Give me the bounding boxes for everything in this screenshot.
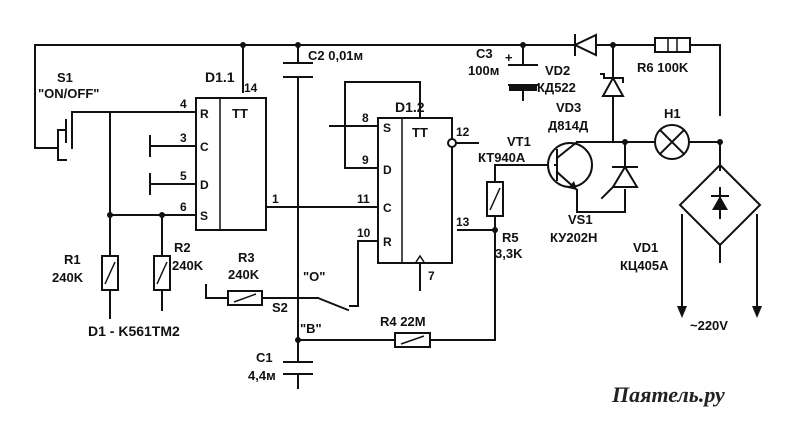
r3-value: 240K: [228, 267, 260, 282]
r2-label: R2: [174, 240, 191, 255]
pin-10: 10: [357, 226, 371, 240]
ic-d1-2-tt: TT: [412, 125, 428, 140]
s2-position-b: "B": [300, 321, 322, 336]
vs1-type: КУ202Н: [550, 230, 597, 245]
diode-vd2: VD2 КД522: [537, 33, 597, 95]
capacitor-c2: C2 0,01м: [283, 48, 363, 78]
r3-label: R3: [238, 250, 255, 265]
pin-11: 11: [357, 192, 370, 206]
pin-c2-label: C: [383, 201, 392, 215]
switch-s2: S2 "O" "B": [272, 269, 325, 336]
vd1-label: VD1: [633, 240, 658, 255]
c2-label: C2 0,01м: [308, 48, 363, 63]
resistor-r2: R2 240K: [153, 240, 204, 291]
pin-4: 4: [180, 97, 187, 111]
mains-terminals: ~220V: [677, 306, 762, 333]
capacitor-c3: + C3 100м: [468, 46, 538, 91]
vd3-type: Д814Д: [548, 118, 589, 133]
d1-note: D1 - K561TM2: [88, 323, 180, 339]
r5-label: R5: [502, 230, 519, 245]
r1-value: 240K: [52, 270, 84, 285]
pin-6: 6: [180, 200, 187, 214]
s1-label: S1: [57, 70, 73, 85]
vd3-label: VD3: [556, 100, 581, 115]
vt1-label: VT1: [507, 134, 531, 149]
vs1-label: VS1: [568, 212, 593, 227]
vd2-label: VD2: [545, 63, 570, 78]
zener-vd3: VD3 Д814Д: [548, 73, 625, 133]
vd1-type: КЦ405А: [620, 258, 669, 273]
r5-value: 3,3K: [495, 246, 523, 261]
ic-d1-1-tt: TT: [232, 106, 248, 121]
pin-c-label: C: [200, 140, 209, 154]
wires: [34, 44, 758, 389]
h1-label: H1: [664, 106, 681, 121]
r4-label: R4 22M: [380, 314, 426, 329]
r6-label: R6 100K: [637, 60, 689, 75]
pin-14: 14: [244, 81, 258, 95]
transistor-vt1: VT1 КТ940А: [478, 134, 593, 192]
inverted-output-marker: [447, 138, 457, 148]
resistor-r1: R1 240K: [52, 252, 119, 311]
resistor-r5: R5 3,3K: [486, 181, 523, 261]
pin-r-label: R: [200, 107, 209, 121]
r2-value: 240K: [172, 258, 204, 273]
switch-s1: S1 "ON/OFF": [38, 70, 99, 161]
ic-d1-1-label: D1.1: [205, 69, 235, 85]
pin-d2-label: D: [383, 163, 392, 177]
c1-value: 4,4м: [248, 368, 276, 383]
vd2-type: КД522: [537, 80, 576, 95]
capacitor-c1: C1 4,4м: [248, 350, 313, 383]
pin-d-label: D: [200, 178, 209, 192]
resistor-r4: R4 22M: [380, 314, 431, 348]
ic-d1-2: D1.2 TT S D C R 8 9 11 10 12 13 7: [357, 99, 470, 283]
s2-position-o: "O": [303, 269, 325, 284]
pin-9: 9: [362, 153, 369, 167]
watermark: Паятель.ру: [611, 382, 725, 407]
c3-plus: +: [505, 50, 513, 65]
c3-label: C3: [476, 46, 493, 61]
resistor-r6: R6 100K: [637, 37, 691, 75]
pin-12: 12: [456, 125, 470, 139]
pin-3: 3: [180, 131, 187, 145]
r1-label: R1: [64, 252, 81, 267]
pin-7: 7: [428, 269, 435, 283]
c1-label: C1: [256, 350, 273, 365]
bridge-vd1: VD1 КЦ405А: [620, 163, 762, 273]
pin-8: 8: [362, 111, 369, 125]
c3-value: 100м: [468, 63, 499, 78]
mains-label: ~220V: [690, 318, 728, 333]
junctions: [107, 42, 723, 343]
pin-r2-label: R: [383, 235, 392, 249]
pin-s-label: S: [200, 209, 208, 223]
s2-label: S2: [272, 300, 288, 315]
ic-d1-2-label: D1.2: [395, 99, 425, 115]
pin-13: 13: [456, 215, 470, 229]
ic-d1-1: D1.1 TT R C D S 4 14 3 5 6 1: [180, 69, 279, 231]
resistor-r3: R3 240K: [227, 250, 263, 306]
pin-5: 5: [180, 169, 187, 183]
pin-1: 1: [272, 192, 279, 206]
lamp-h1: H1: [654, 106, 690, 160]
pin-s2-label: S: [383, 121, 391, 135]
thyristor-vs1: VS1 КУ202Н: [550, 165, 639, 245]
vt1-type: КТ940А: [478, 150, 526, 165]
s1-mode-label: "ON/OFF": [38, 86, 99, 101]
